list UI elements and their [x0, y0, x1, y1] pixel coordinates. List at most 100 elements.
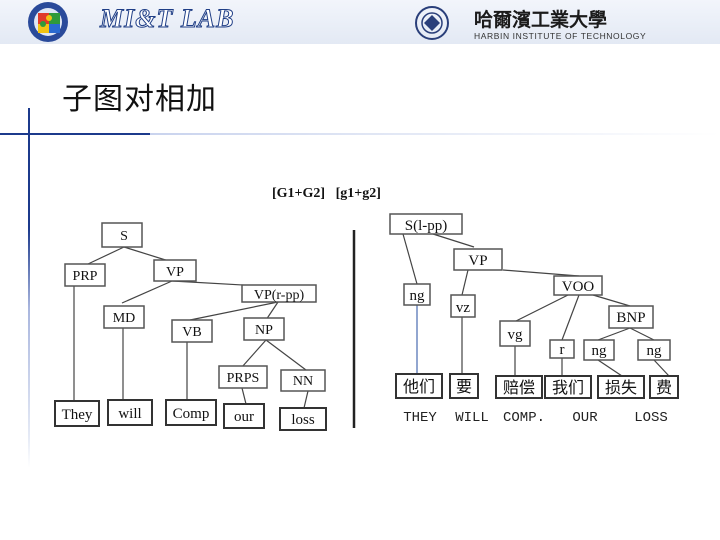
- leaf-will: [107, 399, 153, 426]
- node-ng-2: [583, 339, 615, 361]
- lab-name: MI&T LAB: [99, 4, 235, 34]
- tree-label-nodes-5: vg: [508, 327, 524, 343]
- tree-edge: [265, 301, 279, 321]
- node-ng-1: [403, 283, 431, 306]
- node-s: [101, 222, 143, 248]
- tree-label-gloss-1: WILL: [455, 410, 489, 426]
- tree-edge: [592, 294, 631, 307]
- leaf-they: [54, 400, 100, 427]
- tree-edge: [502, 269, 580, 277]
- leaf-our: [223, 403, 265, 429]
- tree-edge: [597, 327, 631, 341]
- left-tree-nodes: [64, 222, 326, 392]
- tree-edge: [515, 294, 569, 322]
- tree-label-gloss-0: THEY: [403, 410, 437, 426]
- leaf-comp: [165, 399, 217, 426]
- tree-edge: [597, 359, 623, 377]
- node-vp-r-pp: [241, 284, 317, 303]
- tree-edge: [241, 339, 267, 368]
- tree-edge: [265, 339, 307, 371]
- leaf-women: [544, 375, 592, 399]
- tree-label-leaves-1: 要: [456, 377, 472, 396]
- tree-label-leaves-2: Comp: [173, 406, 210, 422]
- node-r: [549, 339, 575, 359]
- leaf-yao: [449, 373, 479, 399]
- tree-label-leaves-0: They: [62, 407, 93, 423]
- node-bnp: [608, 305, 654, 329]
- node-prp: [64, 263, 106, 287]
- node-ng-3: [637, 339, 671, 361]
- decorative-horizontal-line: [0, 133, 720, 135]
- left-tree-node-labels: S PRP VP MD VP(r-pp) VB NP PRPS NN: [73, 229, 314, 389]
- tree-label-leaves-3: our: [234, 409, 254, 425]
- puzzle-logo-icon: [28, 2, 68, 42]
- leaf-loss: [279, 407, 327, 431]
- tree-label-nodes-2: VP: [166, 265, 184, 280]
- tree-edge: [461, 269, 469, 296]
- right-tree-edges: [402, 233, 670, 377]
- tree-label-nodes-0: S(l-pp): [405, 218, 448, 234]
- node-vz: [450, 294, 476, 318]
- tree-label-leaves-5: 费: [656, 378, 672, 397]
- left-tree-leaf-labels: They will Comp our loss: [62, 406, 315, 428]
- tree-edge: [121, 280, 173, 304]
- node-np: [243, 317, 285, 341]
- tree-label-leaves-0: 他们: [403, 377, 435, 396]
- leaf-sunshi: [597, 375, 645, 399]
- tree-label-leaves-4: 损失: [605, 378, 637, 397]
- tree-label-nodes-1: VP: [468, 253, 487, 269]
- leaf-fei: [649, 375, 679, 399]
- tree-label-leaves-2: 赔偿: [503, 378, 535, 397]
- node-vp-right: [453, 248, 503, 271]
- tree-label-nodes-1: PRP: [73, 269, 98, 284]
- tree-label-nodes-5: VB: [182, 325, 201, 340]
- tree-label-nodes-8: NN: [293, 374, 313, 389]
- node-vb: [171, 319, 213, 343]
- tree-label-nodes-6: BNP: [616, 310, 645, 326]
- node-vp: [153, 259, 197, 282]
- tree-label-nodes-7: PRPS: [227, 371, 260, 386]
- node-voo: [553, 275, 603, 296]
- tree-label-leaves-4: loss: [291, 412, 315, 428]
- node-md: [103, 305, 145, 329]
- tree-edge: [241, 387, 247, 405]
- tree-edge: [561, 294, 580, 341]
- tree-label-nodes-4: vz: [456, 300, 471, 316]
- tree-label-nodes-2: VOO: [562, 279, 595, 295]
- right-tree-leaf-labels: 他们 要 赔偿 我们 损失 费: [403, 377, 672, 397]
- node-s-l-pp: [389, 213, 463, 235]
- right-tree-leaves: [395, 373, 679, 399]
- decorative-vertical-line: [28, 108, 30, 468]
- figure-caption: [G1+G2] [g1+g2]: [272, 186, 381, 201]
- tree-edge: [629, 327, 655, 341]
- tree-label-gloss-3: OUR: [572, 410, 598, 426]
- node-nn: [280, 369, 326, 392]
- slide-title: 子图对相加: [62, 82, 217, 117]
- node-prps: [218, 365, 268, 389]
- tree-edge: [653, 359, 670, 377]
- tree-edge: [189, 301, 279, 321]
- node-vg: [499, 320, 531, 347]
- tree-edge: [87, 246, 125, 265]
- tree-label-leaves-3: 我们: [552, 378, 584, 397]
- right-tree-nodes: [389, 213, 671, 361]
- tree-label-leaves-1: will: [118, 406, 141, 422]
- leaf-tamen: [395, 373, 443, 399]
- tree-label-nodes-4: VP(r-pp): [254, 288, 305, 303]
- leaf-peichang: [495, 375, 543, 399]
- right-tree-gloss: THEY WILL COMP. OUR LOSS: [403, 410, 668, 426]
- left-tree-edges: [73, 246, 309, 409]
- univ-name-en: HARBIN INSTITUTE OF TECHNOLOGY: [474, 31, 646, 41]
- left-tree-leaves: [54, 399, 327, 431]
- tree-edge: [432, 233, 475, 248]
- header-banner: MI&T LAB 哈爾濱工業大學 HARBIN INSTITUTE OF TEC…: [0, 0, 720, 44]
- tree-label-nodes-3: MD: [113, 311, 136, 326]
- right-tree-node-labels: S(l-pp) VP VOO ng vz vg BNP r ng ng: [405, 218, 662, 359]
- univ-name-cn: 哈爾濱工業大學: [474, 8, 607, 31]
- tree-label-nodes-9: ng: [647, 343, 663, 359]
- tree-label-nodes-6: NP: [255, 323, 273, 338]
- tree-label-gloss-4: LOSS: [634, 410, 668, 426]
- tree-label-nodes-0: S: [120, 229, 128, 244]
- tree-edge: [303, 390, 309, 409]
- tree-label-nodes-7: r: [560, 342, 565, 358]
